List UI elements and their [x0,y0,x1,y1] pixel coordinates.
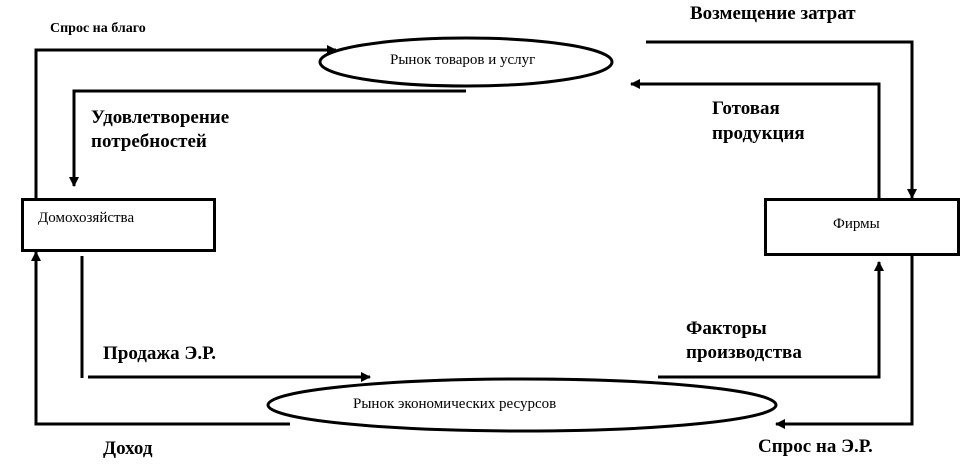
goods-market-ellipse [318,36,614,88]
households-label: Домохозяйства [38,210,135,226]
sale-resources-label: Продажа Э.Р. [103,343,217,364]
arrow-finished-products [630,79,881,198]
demand-goods-label: Спрос на благо [50,21,146,36]
cost-recovery-label: Возмещение затрат [690,3,856,24]
firms-box: Фирмы [764,198,960,256]
households-box: Домохозяйства [21,198,216,252]
arrow-demand-goods [34,45,337,198]
arrow-income [31,251,290,426]
arrow-demand-resources [775,256,914,429]
goods-market-label: Рынок товаров и услуг [390,52,536,68]
resource-market-label: Рынок экономических ресурсов [353,396,557,412]
arrow-satisfaction [69,89,466,187]
finished-products-label-line2: продукция [712,123,805,144]
satisfaction-label-line2: потребностей [91,131,207,152]
finished-products-label-line1: Готовая [712,98,780,119]
satisfaction-label-line1: Удовлетворение [91,107,230,128]
resource-market-ellipse [266,377,778,433]
arrow-cost-recovery [646,40,917,199]
income-label: Доход [103,438,153,459]
factors-label-line1: Факторы [686,318,767,339]
firms-label: Фирмы [833,216,880,232]
demand-resources-label: Спрос на Э.Р. [758,436,873,457]
factors-label-line2: производства [686,342,802,363]
arrow-factors [658,261,884,379]
